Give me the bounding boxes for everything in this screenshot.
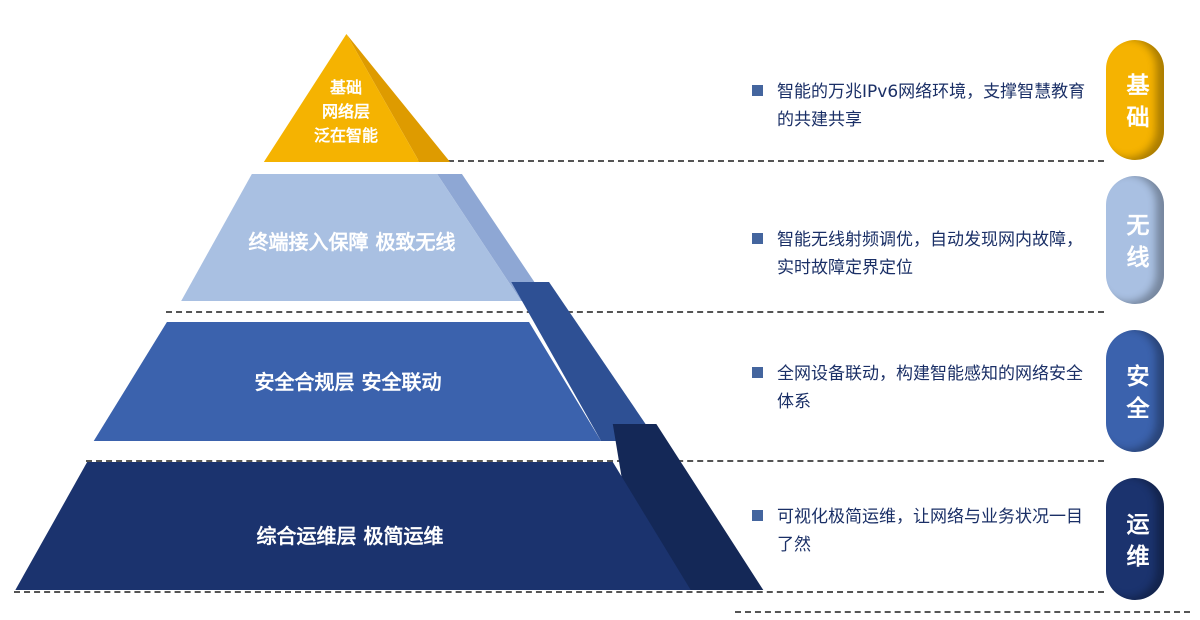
pyramid-layer-operations: 综合运维层 极简运维 bbox=[10, 420, 774, 593]
annotation-security: 全网设备联动，构建智能感知的网络安全体系 bbox=[752, 360, 1092, 416]
annotation-foundation: 智能的万兆IPv6网络环境，支撑智慧教育的共建共享 bbox=[752, 78, 1092, 134]
category-pill-operations-label: 运维 bbox=[1122, 511, 1148, 576]
category-pill-security: 安全 bbox=[1106, 330, 1164, 452]
annotation-foundation-text: 智能的万兆IPv6网络环境，支撑智慧教育的共建共享 bbox=[777, 82, 1086, 131]
pyramid-layer-wireless: 终端接入保障 极致无线 bbox=[172, 170, 554, 303]
bullet-square-icon bbox=[752, 85, 763, 96]
layer-wireless-label: 终端接入保障 极致无线 bbox=[248, 230, 456, 254]
layer-foundation-label-line1: 基础 bbox=[329, 78, 362, 97]
layer-foundation-label-line3: 泛在智能 bbox=[313, 126, 378, 145]
layer-operations-front-face bbox=[15, 462, 691, 591]
bullet-square-icon bbox=[752, 233, 763, 244]
divider-line-security bbox=[86, 460, 1104, 462]
category-pill-wireless-label: 无线 bbox=[1122, 212, 1148, 277]
annotation-security-text: 全网设备联动，构建智能感知的网络安全体系 bbox=[777, 364, 1083, 413]
annotation-operations: 可视化极简运维，让网络与业务状况一目了然 bbox=[752, 503, 1092, 559]
pyramid-layer-foundation: 基础 网络层 泛在智能 bbox=[260, 34, 452, 162]
layer-operations-label: 综合运维层 极简运维 bbox=[256, 524, 444, 548]
category-pill-operations: 运维 bbox=[1106, 478, 1164, 600]
divider-line-foundation bbox=[338, 160, 1104, 162]
category-pill-foundation-label: 基础 bbox=[1122, 72, 1148, 137]
layer-foundation-label-line2: 网络层 bbox=[321, 102, 370, 121]
category-pill-security-label: 安全 bbox=[1122, 363, 1148, 428]
layer-security-label: 安全合规层 安全联动 bbox=[254, 370, 442, 394]
annotation-wireless: 智能无线射频调优，自动发现网内故障，实时故障定界定位 bbox=[752, 226, 1092, 282]
divider-line-bottom bbox=[735, 611, 1190, 613]
annotation-wireless-text: 智能无线射频调优，自动发现网内故障，实时故障定界定位 bbox=[777, 230, 1083, 279]
bullet-square-icon bbox=[752, 510, 763, 521]
layer-security-front-face bbox=[93, 322, 602, 442]
category-pill-foundation: 基础 bbox=[1106, 40, 1164, 160]
layer-foundation-label: 基础 网络层 泛在智能 bbox=[260, 76, 432, 148]
divider-line-operations bbox=[14, 591, 1104, 593]
category-pill-wireless: 无线 bbox=[1106, 176, 1164, 304]
pyramid-layer-security: 安全合规层 安全联动 bbox=[88, 280, 660, 443]
bullet-square-icon bbox=[752, 367, 763, 378]
divider-line-wireless bbox=[166, 311, 1104, 313]
annotation-operations-text: 可视化极简运维，让网络与业务状况一目了然 bbox=[777, 507, 1083, 556]
